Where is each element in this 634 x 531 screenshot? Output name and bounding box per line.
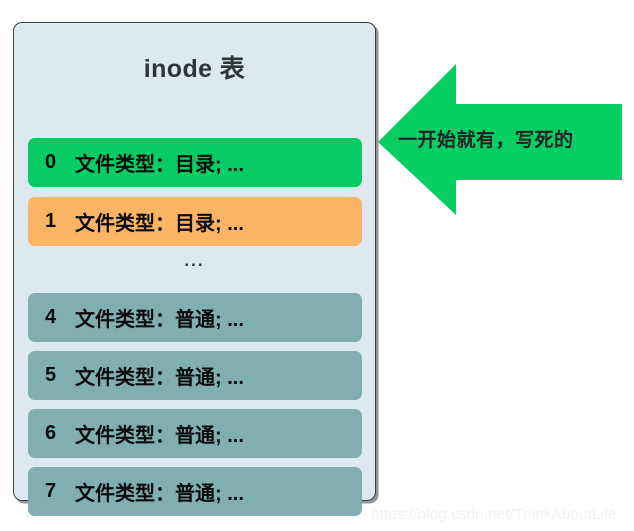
inode-rows-ellipsis: ...	[184, 251, 205, 270]
page-title: inode 表	[143, 55, 246, 83]
inode-row-text: 文件类型：普通; ...	[75, 483, 244, 505]
inode-row-4[interactable]: 4 文件类型：普通; ...	[28, 293, 362, 342]
arrow-shape	[378, 64, 622, 215]
inode-row-1[interactable]: 1 文件类型：目录; ...	[28, 197, 362, 246]
inode-row-text: 文件类型：普通; ...	[75, 425, 244, 447]
inode-row-index: 1	[45, 210, 57, 232]
inode-row-index: 0	[45, 151, 57, 173]
annotation-label: 一开始就有，写死的	[398, 130, 574, 151]
inode-row-index: 7	[45, 480, 57, 502]
inode-row-text: 文件类型：普通; ...	[75, 309, 244, 331]
watermark: https://blog.csdn.net/ThinkAboutLife	[371, 506, 617, 523]
inode-row-5[interactable]: 5 文件类型：普通; ...	[28, 351, 362, 400]
inode-row-0[interactable]: 0 文件类型：目录; ...	[28, 138, 362, 187]
inode-row-index: 6	[45, 422, 57, 444]
inode-row-6[interactable]: 6 文件类型：普通; ...	[28, 409, 362, 458]
inode-row-index: 4	[45, 306, 57, 328]
inode-row-text: 文件类型：目录; ...	[75, 213, 244, 235]
left-arrow-icon	[378, 64, 622, 215]
inode-row-text: 文件类型：普通; ...	[75, 367, 244, 389]
inode-table-panel: inode 表 0 文件类型：目录; ... 1 文件类型：目录; ... ..…	[13, 22, 376, 516]
inode-row-text: 文件类型：目录; ...	[75, 154, 244, 176]
inode-row-7[interactable]: 7 文件类型：普通; ...	[28, 467, 362, 516]
inode-row-index: 5	[45, 364, 57, 386]
